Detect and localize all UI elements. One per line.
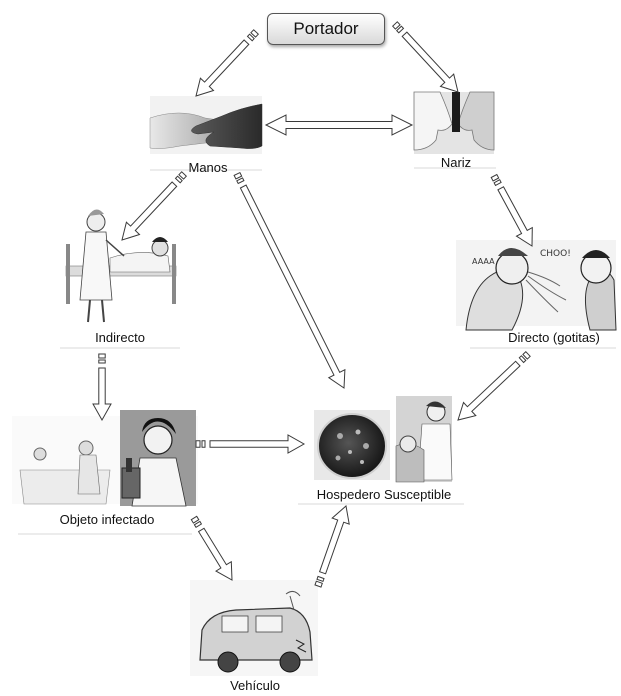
arrow-vehiculo-to-hospedero-tail-b [316, 575, 325, 583]
arrow-portador-to-nariz-tail-a [391, 21, 401, 30]
manos-label: Manos [188, 160, 228, 175]
arrow-manos-to-indirecto [121, 181, 178, 241]
arrows-layer [92, 21, 533, 588]
doctor-patient-bed-illustration [65, 209, 177, 323]
arrow-nariz-to-directo-tail-b [493, 179, 502, 187]
arrow-portador-to-manos-tail-b [246, 33, 255, 42]
arrow-manos-to-indirecto-tail-b [174, 175, 183, 184]
arrow-objeto-to-hospedero-tail-a [195, 440, 201, 448]
hands-illustration [149, 96, 263, 154]
objeto-infectado-label: Objeto infectado [59, 512, 155, 527]
arrow-nariz-to-directo [497, 186, 533, 247]
arrow-indirecto-to-objeto-tail-a [98, 353, 106, 359]
directo-label: Directo (gotitas) [508, 330, 600, 345]
arrow-manos-to-hospedero [239, 184, 346, 389]
arrow-objeto-to-hospedero [209, 434, 306, 454]
arrow-indirecto-to-objeto-tail-b [98, 359, 106, 364]
arrow-objeto-to-hospedero-tail-b [201, 440, 206, 448]
arrow-portador-to-nariz [401, 31, 459, 93]
nariz-label: Nariz [440, 155, 472, 170]
svg-text:AAAA: AAAA [472, 257, 495, 266]
arrow-portador-to-manos [195, 39, 250, 97]
hospedero-susceptible-label: Hospedero Susceptible [316, 487, 452, 502]
arrow-objeto-to-vehiculo-tail-b [193, 520, 203, 528]
arrow-vehiculo-to-hospedero-tail-a [314, 580, 323, 588]
arrow-directo-to-hospedero [457, 360, 521, 421]
arrow-manos-nariz [264, 114, 414, 136]
portador-node: Portador [267, 13, 385, 45]
lab-technician-microscope-illustration [12, 410, 198, 507]
arrow-objeto-to-vehiculo-tail-a [190, 515, 200, 524]
arrow-objeto-to-vehiculo [197, 527, 233, 581]
arrow-portador-to-manos-tail-a [250, 29, 260, 38]
arrow-vehiculo-to-hospedero [318, 505, 350, 575]
arrow-manos-to-hospedero-tail-b [236, 177, 245, 185]
arrow-indirecto-to-objeto [92, 367, 112, 422]
arrow-manos-to-hospedero-tail-a [233, 171, 243, 180]
arrow-directo-to-hospedero-tail-a [522, 350, 531, 360]
vehiculo-label: Vehículo [230, 678, 280, 693]
noses-illustration [413, 91, 495, 154]
arrow-nariz-to-directo-tail-a [490, 173, 500, 182]
svg-text:CHOO!: CHOO! [540, 249, 571, 259]
arrow-directo-to-hospedero-tail-b [518, 355, 527, 364]
vehicle-illustration [190, 580, 318, 676]
sneezing-people-illustration: AAAA CHOO! [456, 240, 617, 331]
petri-dish-and-patient-illustration [314, 396, 453, 483]
arrow-manos-to-indirecto-tail-a [178, 171, 188, 180]
indirecto-label: Indirecto [95, 330, 145, 345]
portador-label: Portador [293, 19, 359, 38]
arrow-portador-to-nariz-tail-b [395, 25, 405, 34]
